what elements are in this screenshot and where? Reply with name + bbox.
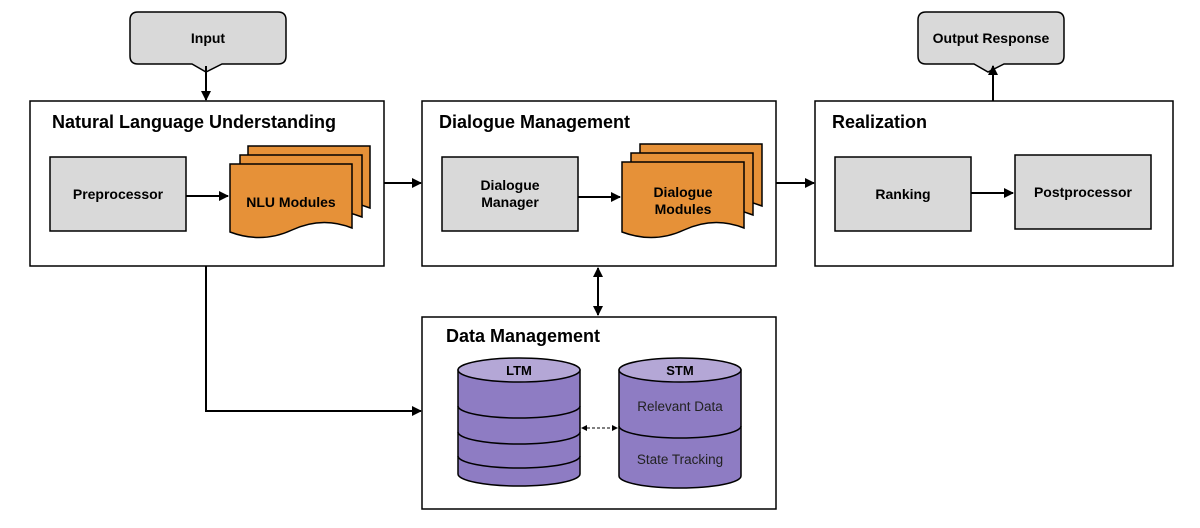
nlu-modules-stack bbox=[229, 145, 371, 239]
preprocessor-label: Preprocessor bbox=[73, 186, 164, 202]
nlu-to-data-arrow bbox=[205, 266, 422, 416]
data-management-box: Data Management LTM STM Relevant Data St… bbox=[421, 316, 777, 510]
ranking-box bbox=[834, 156, 972, 232]
ranking-label: Ranking bbox=[875, 186, 930, 202]
stm-cylinder bbox=[618, 357, 742, 489]
dialogue-modules-stack bbox=[621, 143, 763, 239]
realization-box: Realization Ranking Postprocessor bbox=[814, 100, 1174, 267]
ltm-label: LTM bbox=[506, 363, 532, 378]
output-label: Output Response bbox=[933, 30, 1050, 46]
preprocessor-box bbox=[49, 156, 187, 232]
nlu-modules-label: NLU Modules bbox=[246, 194, 336, 210]
input-label: Input bbox=[191, 30, 226, 46]
ltm-cylinder bbox=[457, 357, 581, 487]
nlu-title: Natural Language Understanding bbox=[52, 112, 336, 132]
dm-box: Dialogue Management Dialogue Manager Dia… bbox=[421, 100, 777, 267]
realization-title: Realization bbox=[832, 112, 927, 132]
dialogue-modules-label-2: Modules bbox=[655, 201, 712, 217]
data-management-title: Data Management bbox=[446, 326, 600, 346]
input-callout: Input bbox=[129, 11, 287, 73]
dialogue-manager-box bbox=[441, 156, 579, 232]
postprocessor-box bbox=[1014, 154, 1152, 230]
postprocessor-label: Postprocessor bbox=[1034, 184, 1133, 200]
stm-relevant-data: Relevant Data bbox=[637, 399, 723, 414]
dialogue-modules-label-1: Dialogue bbox=[653, 184, 712, 200]
nlu-box: Natural Language Understanding Preproces… bbox=[29, 100, 385, 267]
output-callout: Output Response bbox=[917, 11, 1065, 73]
dialogue-manager-label-2: Manager bbox=[481, 194, 539, 210]
stm-label: STM bbox=[666, 363, 693, 378]
dialogue-manager-label-1: Dialogue bbox=[480, 177, 539, 193]
dm-title: Dialogue Management bbox=[439, 112, 630, 132]
stm-state-tracking: State Tracking bbox=[637, 452, 723, 467]
